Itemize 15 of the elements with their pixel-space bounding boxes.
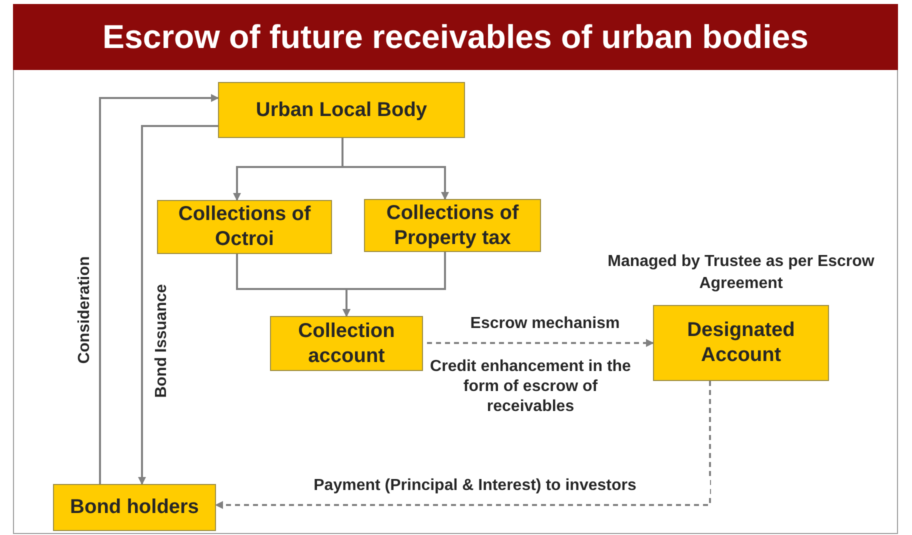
arrow xyxy=(215,381,711,509)
title: Escrow of future receivables of urban bodies xyxy=(102,17,808,58)
process-box: Designated Account xyxy=(653,305,829,381)
arrow xyxy=(99,94,219,484)
arrow xyxy=(138,125,218,485)
process-box: Urban Local Body xyxy=(218,82,465,138)
arrow xyxy=(427,339,654,347)
process-box: Collections of Octroi xyxy=(157,200,332,254)
process-box: Collection account xyxy=(270,316,423,371)
arrow xyxy=(342,138,449,200)
note-text: Credit enhancement in the form of escrow of receivables xyxy=(429,357,632,417)
process-box: Collections of Property tax xyxy=(364,199,541,252)
node-note: Managed by Trustee as per Escrow Agreement xyxy=(606,252,876,294)
arrow xyxy=(342,252,446,317)
process-box: Bond holders xyxy=(53,484,216,531)
